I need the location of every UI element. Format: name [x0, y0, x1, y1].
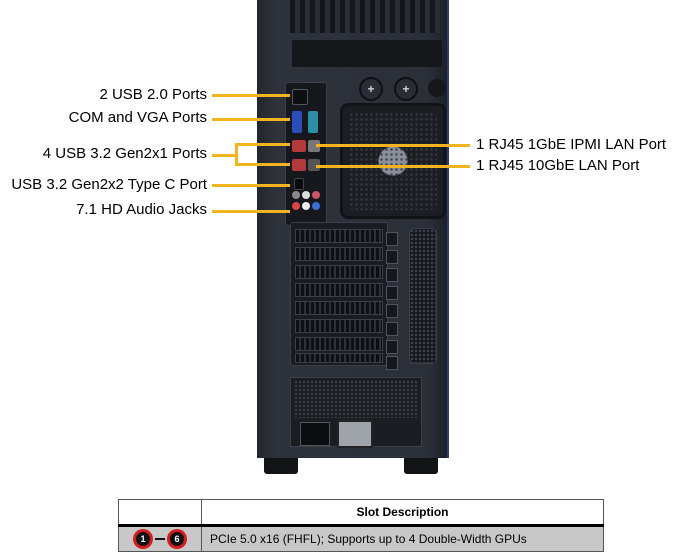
pcie-slot	[295, 301, 383, 315]
audio-jack	[312, 191, 320, 199]
pcie-slot	[295, 247, 383, 261]
pcie-slot	[295, 319, 383, 333]
psu-grille	[294, 380, 418, 418]
power-inlet	[300, 422, 330, 446]
rubber-grommet	[428, 79, 446, 97]
callout-usb32-gen2x1: 4 USB 3.2 Gen2x1 Ports	[42, 145, 207, 162]
header-slot-description: Slot Description	[201, 499, 604, 527]
slot-latch	[386, 356, 398, 370]
table-header-row: Slot Description	[118, 499, 604, 527]
usb32-port	[292, 159, 306, 171]
pcie-expansion-area	[290, 222, 388, 366]
range-dash	[155, 538, 165, 540]
heatsink-fins	[290, 0, 440, 33]
thumbscrew-icon	[359, 77, 383, 101]
slot-latch	[386, 304, 398, 318]
pcie-slot	[295, 337, 383, 351]
callout-bracket	[235, 143, 238, 166]
slot-range-cell: 1 6	[118, 525, 202, 552]
slot-description-cell: PCIe 5.0 x16 (FHFL); Supports up to 4 Do…	[201, 525, 604, 552]
usb2-port	[292, 89, 308, 105]
pcie-slot	[295, 265, 383, 279]
callout-line	[316, 144, 470, 147]
callout-ipmi-lan: 1 RJ45 1GbE IPMI LAN Port	[476, 136, 667, 153]
io-shield	[285, 82, 327, 226]
pcie-slot	[295, 229, 383, 243]
usb32-port	[292, 140, 306, 152]
side-vent	[409, 228, 437, 364]
audio-jack	[292, 202, 300, 210]
chassis-foot	[264, 458, 298, 474]
slot-badge-start: 1	[136, 532, 150, 546]
callout-line	[212, 154, 236, 157]
audio-jack	[302, 202, 310, 210]
pcie-slot	[295, 353, 383, 363]
callout-line	[212, 184, 290, 187]
callout-10g-lan: 1 RJ45 10GbE LAN Port	[476, 157, 640, 174]
chassis-foot	[404, 458, 438, 474]
top-bay-slot	[292, 40, 442, 67]
audio-jack	[302, 191, 310, 199]
header-slot-number	[118, 499, 202, 527]
callout-com-vga: COM and VGA Ports	[68, 109, 207, 126]
slot-latch	[386, 232, 398, 246]
callout-line	[212, 118, 290, 121]
callout-audio: 7.1 HD Audio Jacks	[76, 201, 207, 218]
pcie-slot	[295, 283, 383, 297]
slot-latch	[386, 340, 398, 354]
power-switch	[337, 420, 373, 448]
10g-lan-port	[308, 159, 320, 171]
slot-badge-end: 6	[170, 532, 184, 546]
table-row: 1 6 PCIe 5.0 x16 (FHFL); Supports up to …	[118, 525, 604, 552]
thumbscrew-icon	[394, 77, 418, 101]
com-port	[308, 111, 318, 133]
callout-usb-c: USB 3.2 Gen2x2 Type C Port	[11, 176, 207, 193]
ipmi-lan-port	[308, 140, 320, 152]
audio-jack	[292, 191, 300, 199]
slot-latch	[386, 268, 398, 282]
callout-line	[235, 163, 290, 166]
slot-latch	[386, 250, 398, 264]
usb-c-port	[294, 178, 304, 190]
slot-latch	[386, 286, 398, 300]
slot-latch	[386, 322, 398, 336]
audio-jack	[312, 202, 320, 210]
callout-line	[316, 165, 470, 168]
slot-description-table: Slot Description 1 6 PCIe 5.0 x16 (FHFL)…	[118, 499, 604, 552]
rear-fan-grille	[340, 103, 446, 219]
callout-line	[212, 210, 290, 213]
vga-port	[292, 111, 302, 133]
callout-usb2: 2 USB 2.0 Ports	[99, 86, 207, 103]
callout-line	[235, 143, 290, 146]
callout-line	[212, 94, 290, 97]
